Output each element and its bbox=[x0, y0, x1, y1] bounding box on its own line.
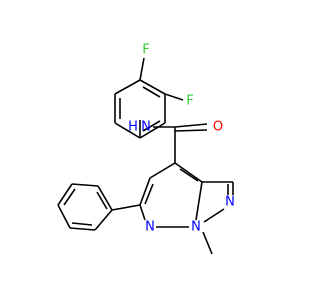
pyridine-double-1 bbox=[144, 183, 154, 205]
phenyl-attach-bond bbox=[111, 204, 141, 211]
pyridine-bond-3 bbox=[139, 204, 146, 221]
pyridine-bond-1 bbox=[149, 162, 176, 179]
ring-b-bond-2 bbox=[69, 227, 96, 231]
bond-layer bbox=[57, 57, 234, 255]
pyridine-bond-6 bbox=[174, 162, 203, 183]
atom-label-fluorine-ortho: F bbox=[186, 94, 193, 109]
c-f-top-bond bbox=[139, 57, 145, 81]
ring-b-double-3 bbox=[96, 191, 108, 210]
pyridine-bond-5 bbox=[195, 181, 203, 221]
atom-label-pyrazole-nitrogen-1: N bbox=[191, 220, 201, 235]
atom-label-fluorine-top: F bbox=[142, 43, 149, 58]
atom-label-carbonyl-oxygen: O bbox=[213, 120, 223, 135]
ring-b-double-1 bbox=[71, 222, 93, 226]
molecule-structure-drawing: F F H N O N N N bbox=[57, 43, 235, 255]
carbonyl-double-1 bbox=[174, 123, 208, 128]
ring-a-double-2 bbox=[142, 120, 161, 132]
ring-a-bond-4 bbox=[139, 122, 166, 139]
atom-label-pyridine-nitrogen: N bbox=[145, 220, 155, 235]
ring-b-bond-3 bbox=[57, 204, 71, 229]
atom-label-layer: F F H N O N N N bbox=[128, 43, 235, 235]
atom-label-amide-nitrogen: N bbox=[141, 120, 151, 135]
pyridine-double-2 bbox=[179, 168, 199, 182]
atom-label-amide-hydrogen: H bbox=[128, 120, 138, 135]
ring-a-bond-6 bbox=[139, 79, 166, 95]
ring-b-bond-1 bbox=[94, 209, 113, 231]
ring-b-bond-4 bbox=[57, 183, 73, 206]
pyrazole-bond-2 bbox=[203, 208, 225, 223]
ring-b-bond-6 bbox=[97, 185, 113, 211]
carbonyl-double-2 bbox=[174, 129, 208, 132]
c-f-ortho-bond bbox=[164, 93, 184, 101]
ring-b-double-2 bbox=[63, 188, 76, 206]
ring-b-bond-5 bbox=[71, 183, 99, 187]
atom-label-pyrazole-nitrogen-2: N bbox=[225, 195, 235, 210]
methyl-bond bbox=[202, 231, 213, 255]
pyridine-bond-2 bbox=[139, 177, 151, 206]
ring-a-bond-1 bbox=[114, 79, 141, 95]
ring-a-double-3 bbox=[142, 86, 161, 98]
ring-a-bond-3 bbox=[114, 122, 141, 139]
